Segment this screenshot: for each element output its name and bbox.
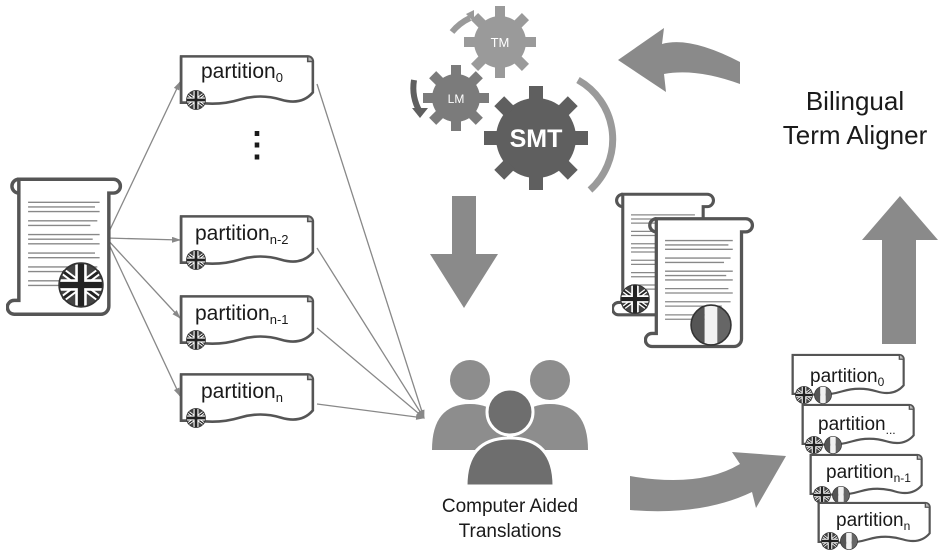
lm-rotation-arc <box>410 79 423 114</box>
uk-flag-icon <box>187 409 206 428</box>
merge-connectors <box>316 83 425 420</box>
right-arrow-icon <box>630 452 786 512</box>
up-arrow-icon <box>862 196 938 344</box>
smt-gears: TM LM <box>410 6 617 193</box>
smt-gear-label: SMT <box>510 125 563 153</box>
smt-rotation-arc <box>576 76 617 193</box>
lm-gear-icon: LM <box>423 65 489 131</box>
flow-arrows <box>430 28 938 512</box>
translators-icon <box>432 360 588 488</box>
uk-flag-icon <box>621 285 650 314</box>
tm-gear-icon: TM <box>464 6 536 78</box>
down-arrow-icon <box>430 196 498 308</box>
output-partition-label-mid: partition... <box>818 414 896 437</box>
bilingual-term-aligner-title: Bilingual Term Aligner <box>782 86 928 150</box>
output-partition-label-n: partitionn <box>836 510 911 533</box>
source-document <box>6 177 123 317</box>
uk-flag-icon <box>795 386 812 403</box>
computer-aided-translations-title: Computer Aided Translations <box>441 496 579 542</box>
uk-flag-icon <box>187 91 206 110</box>
output-partition-label-n-1: partitionn-1 <box>826 462 911 485</box>
uk-flag-icon <box>821 532 838 549</box>
partition-label-n-1: partitionn-1 <box>195 302 289 327</box>
partition-label-0: partition0 <box>201 60 283 85</box>
partition-label-n-2: partitionn-2 <box>195 222 289 247</box>
tm-rotation-arc <box>449 15 472 35</box>
output-partition-label-0: partition0 <box>810 366 885 389</box>
left-arrow-icon <box>618 28 740 92</box>
uk-flag-icon <box>187 251 206 270</box>
partition-label-n: partitionn <box>201 380 283 405</box>
bilingual-documents <box>612 192 755 349</box>
split-connectors <box>105 81 181 397</box>
smt-gear-icon: SMT <box>484 86 588 190</box>
vertical-ellipsis: ⋮ <box>240 126 274 164</box>
uk-flag-icon <box>813 486 830 503</box>
uk-flag-icon <box>59 263 103 307</box>
uk-flag-icon <box>805 436 822 453</box>
tm-gear-label: TM <box>491 35 510 50</box>
lm-gear-label: LM <box>448 92 465 106</box>
uk-flag-icon <box>187 331 206 350</box>
